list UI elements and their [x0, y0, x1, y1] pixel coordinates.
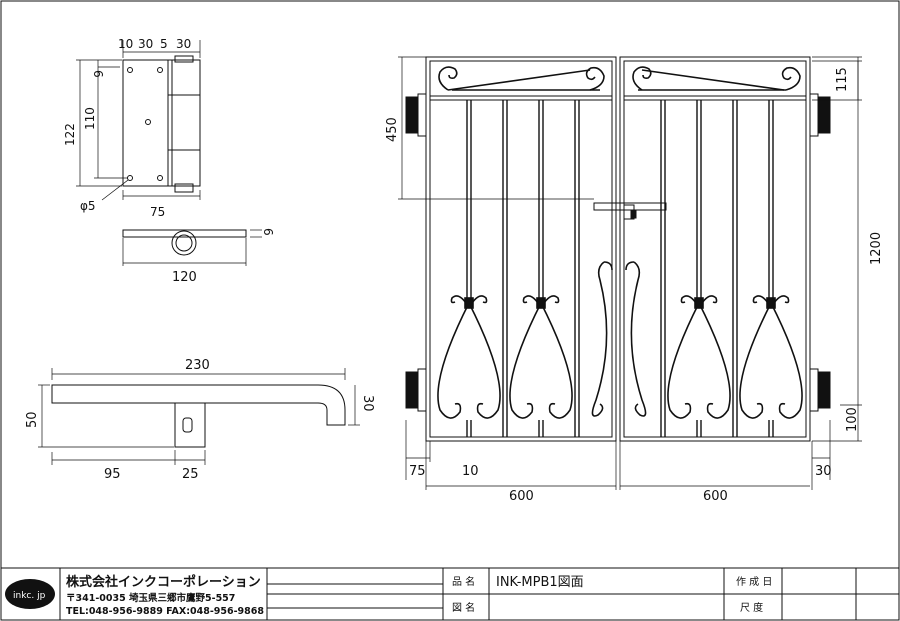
gate-dim-450: 450: [385, 117, 400, 142]
product-name-label: 品 名: [452, 575, 475, 588]
hinge-side-dim-6: 6: [261, 228, 275, 236]
gate-dim-600-left: 600: [509, 489, 534, 504]
hinge-dim-122: 122: [63, 123, 77, 146]
created-date-label: 作 成 日: [736, 576, 772, 588]
gate-dim-115: 115: [835, 67, 850, 92]
company-name: 株式会社インクコーポレーション: [66, 574, 261, 590]
gate-elevation: [425, 56, 811, 442]
handle-dim-95: 95: [104, 467, 121, 482]
company-address: 〒341-0035 埼玉県三郷市鷹野5-557: [66, 592, 235, 604]
gate-vertical-bars: [466, 100, 774, 437]
hinge-dim-30b: 30: [176, 37, 191, 51]
company-contact: TEL:048-956-9889 FAX:048-956-9868: [66, 606, 264, 617]
scale-label: 尺 度: [740, 601, 763, 614]
handle-dim-50: 50: [25, 411, 40, 428]
gate-top-scrolls: [438, 66, 801, 91]
hinge-dimension-lines: [76, 40, 201, 201]
gate-dim-30: 30: [815, 464, 832, 479]
hinge-side-dim-120: 120: [172, 270, 197, 285]
handle-dim-30: 30: [360, 395, 375, 412]
gate-dim-10: 10: [462, 464, 479, 479]
gate-latch: [593, 202, 667, 220]
hinge-front-view: [122, 55, 201, 193]
gate-dim-600-right: 600: [703, 489, 728, 504]
product-name-value: INK-MPB1図面: [496, 575, 584, 590]
hinge-dim-30: 30: [138, 37, 153, 51]
hinge-side-view: [122, 229, 262, 266]
hinge-dim-10: 10: [118, 37, 133, 51]
title-block-grid: [1, 567, 899, 620]
drawing-name-label: 図 名: [452, 601, 475, 614]
hinge-dim-hole: φ5: [80, 199, 96, 213]
hinge-dim-110: 110: [83, 107, 97, 130]
hinge-dim-6: 6: [91, 70, 105, 78]
hinge-dim-75: 75: [150, 205, 165, 219]
company-logo-text: inkc. jp: [13, 591, 46, 601]
company-logo: [5, 579, 55, 609]
gate-dim-75: 75: [409, 464, 426, 479]
gate-hinges: [405, 93, 831, 412]
handle-dim-230: 230: [185, 358, 210, 373]
gate-teardrop-ornaments: [437, 261, 803, 419]
gate-dim-1200: 1200: [869, 232, 884, 265]
handle-dimension-lines: [38, 368, 360, 465]
latch-handle-view: [51, 384, 346, 448]
hinge-dim-5: 5: [160, 37, 168, 51]
handle-dim-25: 25: [182, 467, 199, 482]
gate-dimension-lines: [398, 56, 862, 490]
gate-dim-100: 100: [845, 407, 860, 432]
